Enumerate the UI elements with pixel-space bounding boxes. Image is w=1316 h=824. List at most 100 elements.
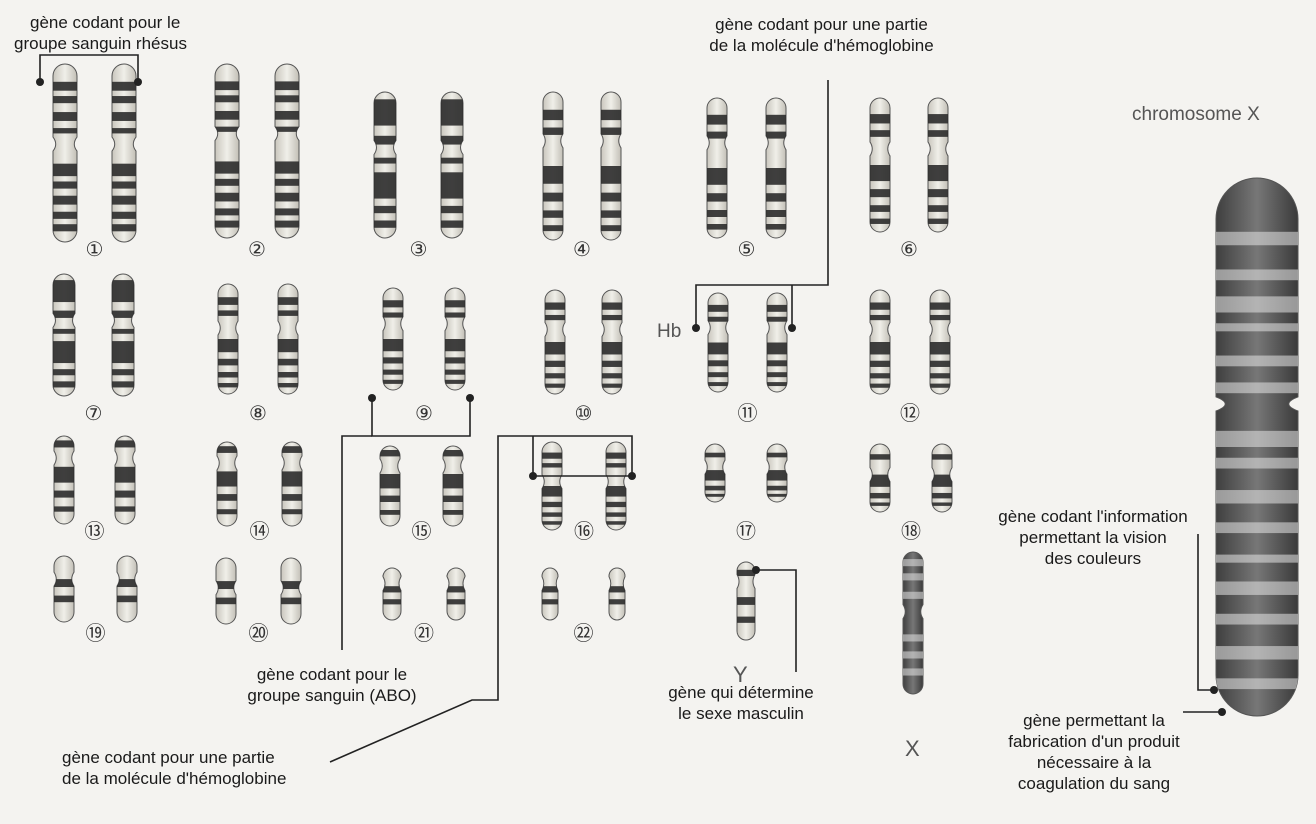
chromosome-2-a bbox=[214, 63, 240, 239]
chromosome-band bbox=[383, 369, 403, 375]
chromosome-band bbox=[441, 157, 463, 164]
chromosome-19-b bbox=[116, 555, 138, 623]
chromosome-number: ① bbox=[85, 239, 104, 261]
chromosome-14-b bbox=[281, 441, 303, 527]
chromosome-band bbox=[708, 304, 728, 312]
chromosome-band bbox=[707, 168, 727, 185]
chromosome-band bbox=[928, 165, 948, 182]
chromosome-band bbox=[53, 112, 77, 121]
chromosome-band bbox=[374, 157, 396, 164]
chromosome-band bbox=[707, 210, 727, 217]
chromosome-band bbox=[545, 360, 565, 367]
chromosome-band bbox=[928, 218, 948, 224]
chromosome-band bbox=[215, 208, 239, 216]
chromosome-9-b bbox=[444, 287, 466, 391]
chromosome-band bbox=[374, 172, 396, 199]
chromosome-band bbox=[112, 341, 134, 364]
chromosome-15-a bbox=[379, 445, 401, 527]
chromosome-number: ⑱ bbox=[901, 521, 921, 543]
chromosome-band bbox=[1216, 355, 1298, 367]
chromosome-band bbox=[767, 372, 787, 378]
chromosome-band bbox=[383, 312, 403, 318]
chromosome-band bbox=[870, 218, 890, 224]
chromosome-band bbox=[218, 339, 238, 353]
chromosome-band bbox=[112, 211, 136, 219]
chromosome-band bbox=[441, 205, 463, 214]
chromosome-band bbox=[766, 114, 786, 125]
chromosome-band bbox=[445, 379, 465, 384]
chromosome-number: ② bbox=[248, 239, 266, 261]
chromosome-band bbox=[112, 163, 136, 177]
chromosome-band bbox=[53, 341, 75, 364]
hb-label: Hb bbox=[657, 321, 682, 342]
chromosome-band bbox=[1216, 678, 1298, 690]
chromosome-body bbox=[280, 557, 302, 625]
chromosome-band bbox=[112, 128, 136, 134]
chromosome-18-a bbox=[869, 443, 891, 513]
chromosome-band bbox=[275, 110, 299, 120]
chromosome-band bbox=[932, 454, 952, 460]
chromosome-band bbox=[542, 463, 562, 468]
chromosome-band bbox=[278, 310, 298, 316]
annotation-abo: gène codant pour le groupe sanguin (ABO) bbox=[212, 664, 452, 706]
chromosome-band bbox=[282, 446, 302, 453]
annotation-line: nécessaire à la bbox=[1036, 753, 1152, 772]
chromosome-band bbox=[117, 579, 137, 588]
chromosome-band bbox=[282, 494, 302, 501]
chromosome-band bbox=[737, 616, 755, 623]
chromosome-21-a bbox=[382, 567, 402, 621]
annotation-line: de la molécule d'hémoglobine bbox=[709, 36, 934, 55]
chromosome-band bbox=[903, 591, 923, 599]
chromosome-band bbox=[53, 195, 77, 205]
chromosome-band bbox=[53, 381, 75, 388]
chromosome-band bbox=[215, 220, 239, 228]
chromosome-x-small bbox=[902, 551, 924, 695]
chromosome-band bbox=[870, 502, 890, 506]
annotation-line: permettant la vision bbox=[1019, 528, 1167, 547]
gene-marker bbox=[788, 324, 796, 332]
chromosome-band bbox=[275, 95, 299, 103]
chromosome-band bbox=[870, 189, 890, 198]
chromosome-band bbox=[767, 316, 787, 322]
chromosome-band bbox=[215, 178, 239, 186]
chromosome-band bbox=[275, 81, 299, 91]
chromosome-band bbox=[606, 512, 626, 517]
chromosome-band bbox=[609, 586, 625, 593]
chromosome-band bbox=[870, 114, 890, 124]
chromosome-band bbox=[542, 521, 562, 525]
annotation-line: groupe sanguin rhésus bbox=[14, 34, 187, 53]
chromosome-number: ㉑ bbox=[414, 623, 434, 645]
chromosome-band bbox=[705, 452, 725, 458]
chromosome-20-b bbox=[280, 557, 302, 625]
chromosome-band bbox=[602, 360, 622, 367]
chromosome-band bbox=[903, 668, 923, 676]
chromosome-band bbox=[275, 192, 299, 202]
chromosome-band bbox=[215, 81, 239, 91]
chromosome-band bbox=[380, 450, 400, 457]
chromosome-number: ⑯ bbox=[574, 521, 594, 543]
gene-marker bbox=[529, 472, 537, 480]
gene-marker bbox=[134, 78, 142, 86]
chromosome-band bbox=[767, 493, 787, 497]
hemoglobin-bottom-leader bbox=[329, 435, 633, 763]
chromosome-number: ⑨ bbox=[415, 403, 433, 425]
chromosome-11-a bbox=[707, 292, 729, 393]
annotation-line: fabrication d'un produit bbox=[1008, 732, 1180, 751]
annotation-line: gène codant l'information bbox=[998, 507, 1188, 526]
chromosome-band bbox=[278, 372, 298, 378]
chromosome-band bbox=[53, 81, 77, 91]
chromosome-band bbox=[215, 110, 239, 120]
chromosome-band bbox=[443, 450, 463, 457]
chromosome-band bbox=[218, 310, 238, 316]
chromosome-band bbox=[606, 463, 626, 468]
chromosome-band bbox=[218, 358, 238, 366]
chromosome-number: ⑩ bbox=[574, 403, 593, 425]
chromosome-band bbox=[870, 383, 890, 388]
chromosome-band bbox=[870, 302, 890, 310]
chromosome-band bbox=[707, 131, 727, 139]
gene-marker bbox=[752, 566, 760, 574]
chromosome-band bbox=[278, 297, 298, 305]
abo-leader-top bbox=[371, 398, 471, 437]
chromosome-band bbox=[930, 314, 950, 321]
chromosome-band bbox=[766, 168, 786, 185]
